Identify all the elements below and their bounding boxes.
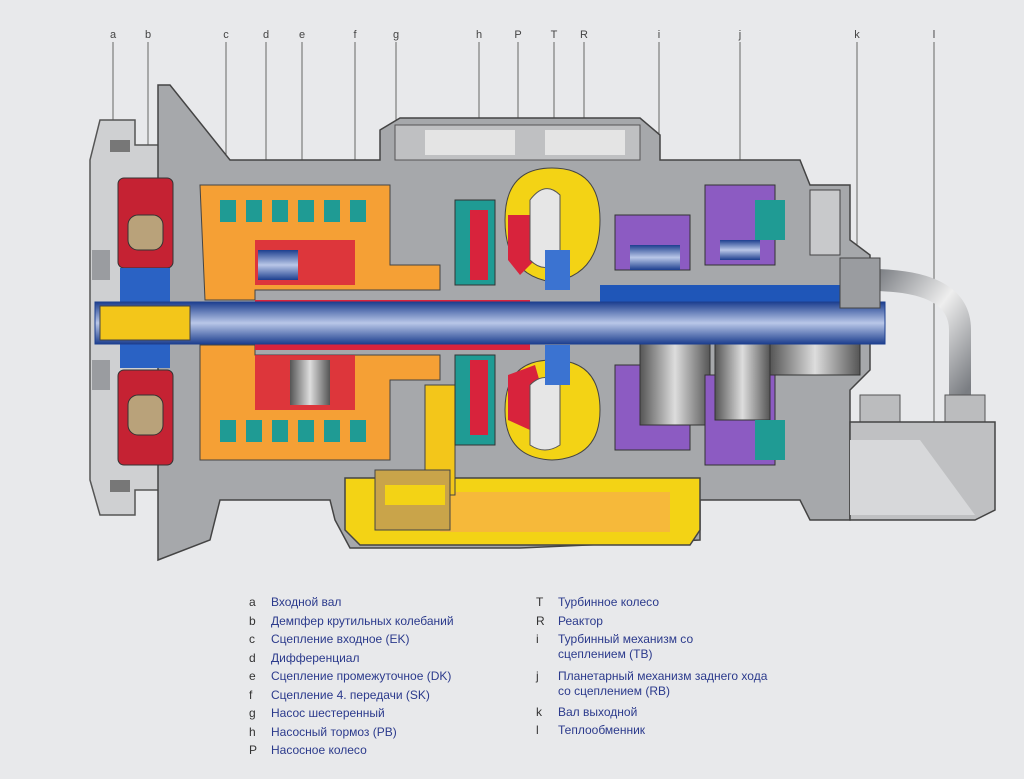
legend-text: Турбинный механизм со	[558, 632, 694, 646]
legend-key: k	[536, 705, 542, 719]
callout-b: b	[145, 29, 151, 41]
callout-f: f	[353, 29, 357, 41]
torque-converter	[504, 167, 601, 461]
legend-text: со сцеплением (RB)	[558, 684, 670, 698]
legend-text: Реактор	[558, 614, 603, 628]
callout-P: P	[514, 29, 521, 41]
legend-text: Насос шестеренный	[271, 706, 385, 720]
legend-text: Насосный тормоз (PB)	[271, 725, 397, 739]
legend-text: Сцепление входное (EK)	[271, 632, 410, 646]
main-shaft	[94, 301, 886, 345]
clutch-housing	[199, 184, 441, 461]
callout-a: a	[110, 29, 117, 41]
heat-exchanger	[839, 257, 996, 521]
legend-text: Турбинное колесо	[558, 595, 659, 609]
legend-key: i	[536, 632, 539, 646]
legend-text: сцеплением (TB)	[558, 647, 653, 661]
legend-text: Входной вал	[271, 595, 342, 609]
callout-l: l	[933, 29, 935, 41]
legend-key: R	[536, 614, 545, 628]
gear-pump	[374, 384, 456, 531]
legend-key: d	[249, 651, 256, 665]
transmission-cutaway-diagram: a b c d e f g h P T R i j k l	[89, 29, 996, 562]
callout-e: e	[299, 29, 305, 41]
legend-text: Сцепление 4. передачи (SK)	[271, 688, 430, 702]
pump-brake	[454, 199, 496, 446]
legend-key: T	[536, 595, 544, 609]
callout-labels: a b c d e f g h P T R i j k l	[110, 29, 935, 41]
legend-text: Сцепление промежуточное (DK)	[271, 669, 452, 683]
callout-j: j	[738, 29, 741, 41]
callout-k: k	[854, 29, 860, 41]
legend-text: Дифференциал	[271, 651, 360, 665]
legend-text: Насосное колесо	[271, 743, 367, 757]
legend-key: l	[536, 723, 539, 737]
legend-key: c	[249, 632, 255, 646]
legend-text: Теплообменник	[558, 723, 646, 737]
legend-text: Планетарный механизм заднего хода	[558, 669, 768, 683]
legend-text: Вал выходной	[558, 705, 638, 719]
legend-key: h	[249, 725, 256, 739]
legend-key: P	[249, 743, 258, 757]
legend-key: b	[249, 614, 256, 628]
reverse-planetary	[704, 184, 785, 466]
callout-c: c	[223, 29, 229, 41]
legend-key: a	[249, 595, 256, 609]
callout-T: T	[551, 29, 558, 41]
legend-text: Демпфер крутильных колебаний	[271, 614, 454, 628]
legend-key: g	[249, 706, 256, 720]
callout-R: R	[580, 29, 588, 41]
callout-g: g	[393, 29, 399, 41]
callout-i: i	[658, 29, 660, 41]
callout-h: h	[476, 29, 482, 41]
turbine-planetary	[614, 214, 711, 451]
legend-key: f	[249, 688, 253, 702]
legend-key: e	[249, 669, 256, 683]
callout-d: d	[263, 29, 269, 41]
legend-key: j	[536, 669, 539, 683]
